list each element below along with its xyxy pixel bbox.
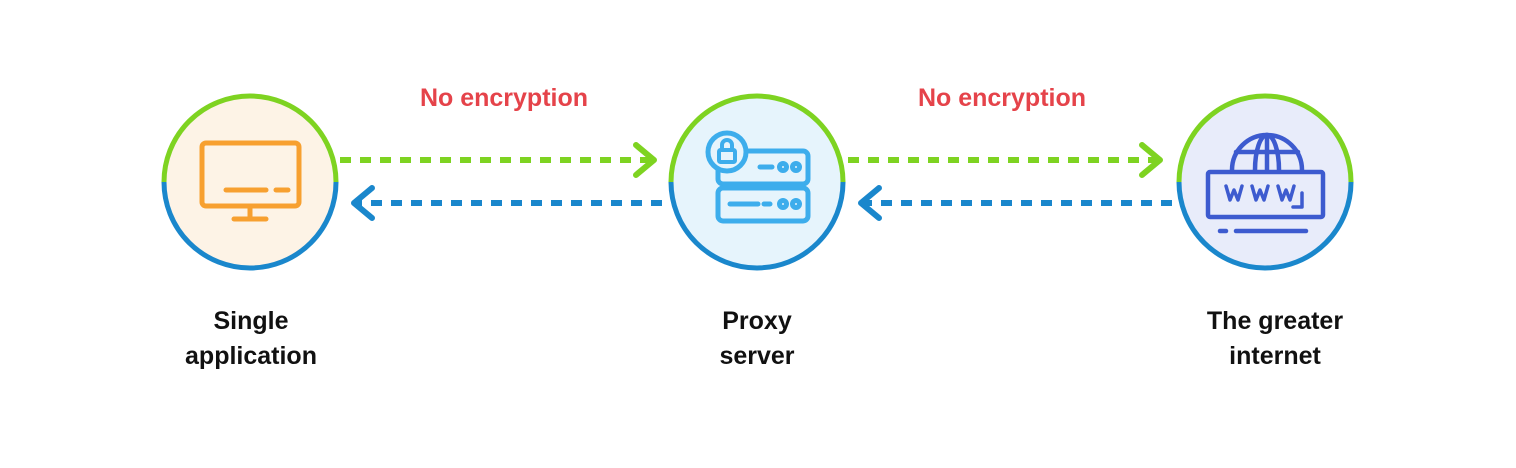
node-proxy-server — [668, 93, 846, 271]
circle-top-arc — [1176, 93, 1354, 183]
node-label-single-application: Single application — [131, 304, 371, 374]
circle-bottom-arc — [668, 181, 846, 271]
node-circle — [1179, 96, 1351, 268]
circle-top-arc — [161, 93, 339, 183]
node-greater-internet — [1176, 93, 1354, 271]
no-encryption-label-right: No encryption — [917, 84, 1087, 112]
node-label-line: Proxy — [722, 307, 792, 335]
server-lock-icon — [705, 130, 811, 224]
connector-app-proxy — [340, 142, 662, 221]
node-label-line: internet — [1229, 342, 1321, 370]
monitor-icon — [199, 140, 302, 222]
node-label-greater-internet: The greater internet — [1155, 304, 1395, 374]
circle-bottom-arc — [1176, 181, 1354, 271]
circle-bottom-arc — [161, 181, 339, 271]
globe-www-icon — [1205, 132, 1326, 234]
node-circle — [164, 96, 336, 268]
forward-arrowhead — [1139, 142, 1163, 178]
return-arrowhead — [351, 185, 375, 221]
node-single-application — [161, 93, 339, 271]
return-arrowhead — [858, 185, 882, 221]
forward-arrowhead — [633, 142, 657, 178]
node-label-line: Single — [213, 307, 289, 335]
no-encryption-label-left: No encryption — [419, 84, 589, 112]
node-label-line: server — [719, 342, 795, 370]
connector-proxy-internet — [848, 142, 1172, 221]
node-label-line: The greater — [1206, 307, 1344, 335]
node-label-proxy-server: Proxy server — [637, 304, 877, 374]
circle-top-arc — [668, 93, 846, 183]
node-label-line: application — [185, 342, 317, 370]
